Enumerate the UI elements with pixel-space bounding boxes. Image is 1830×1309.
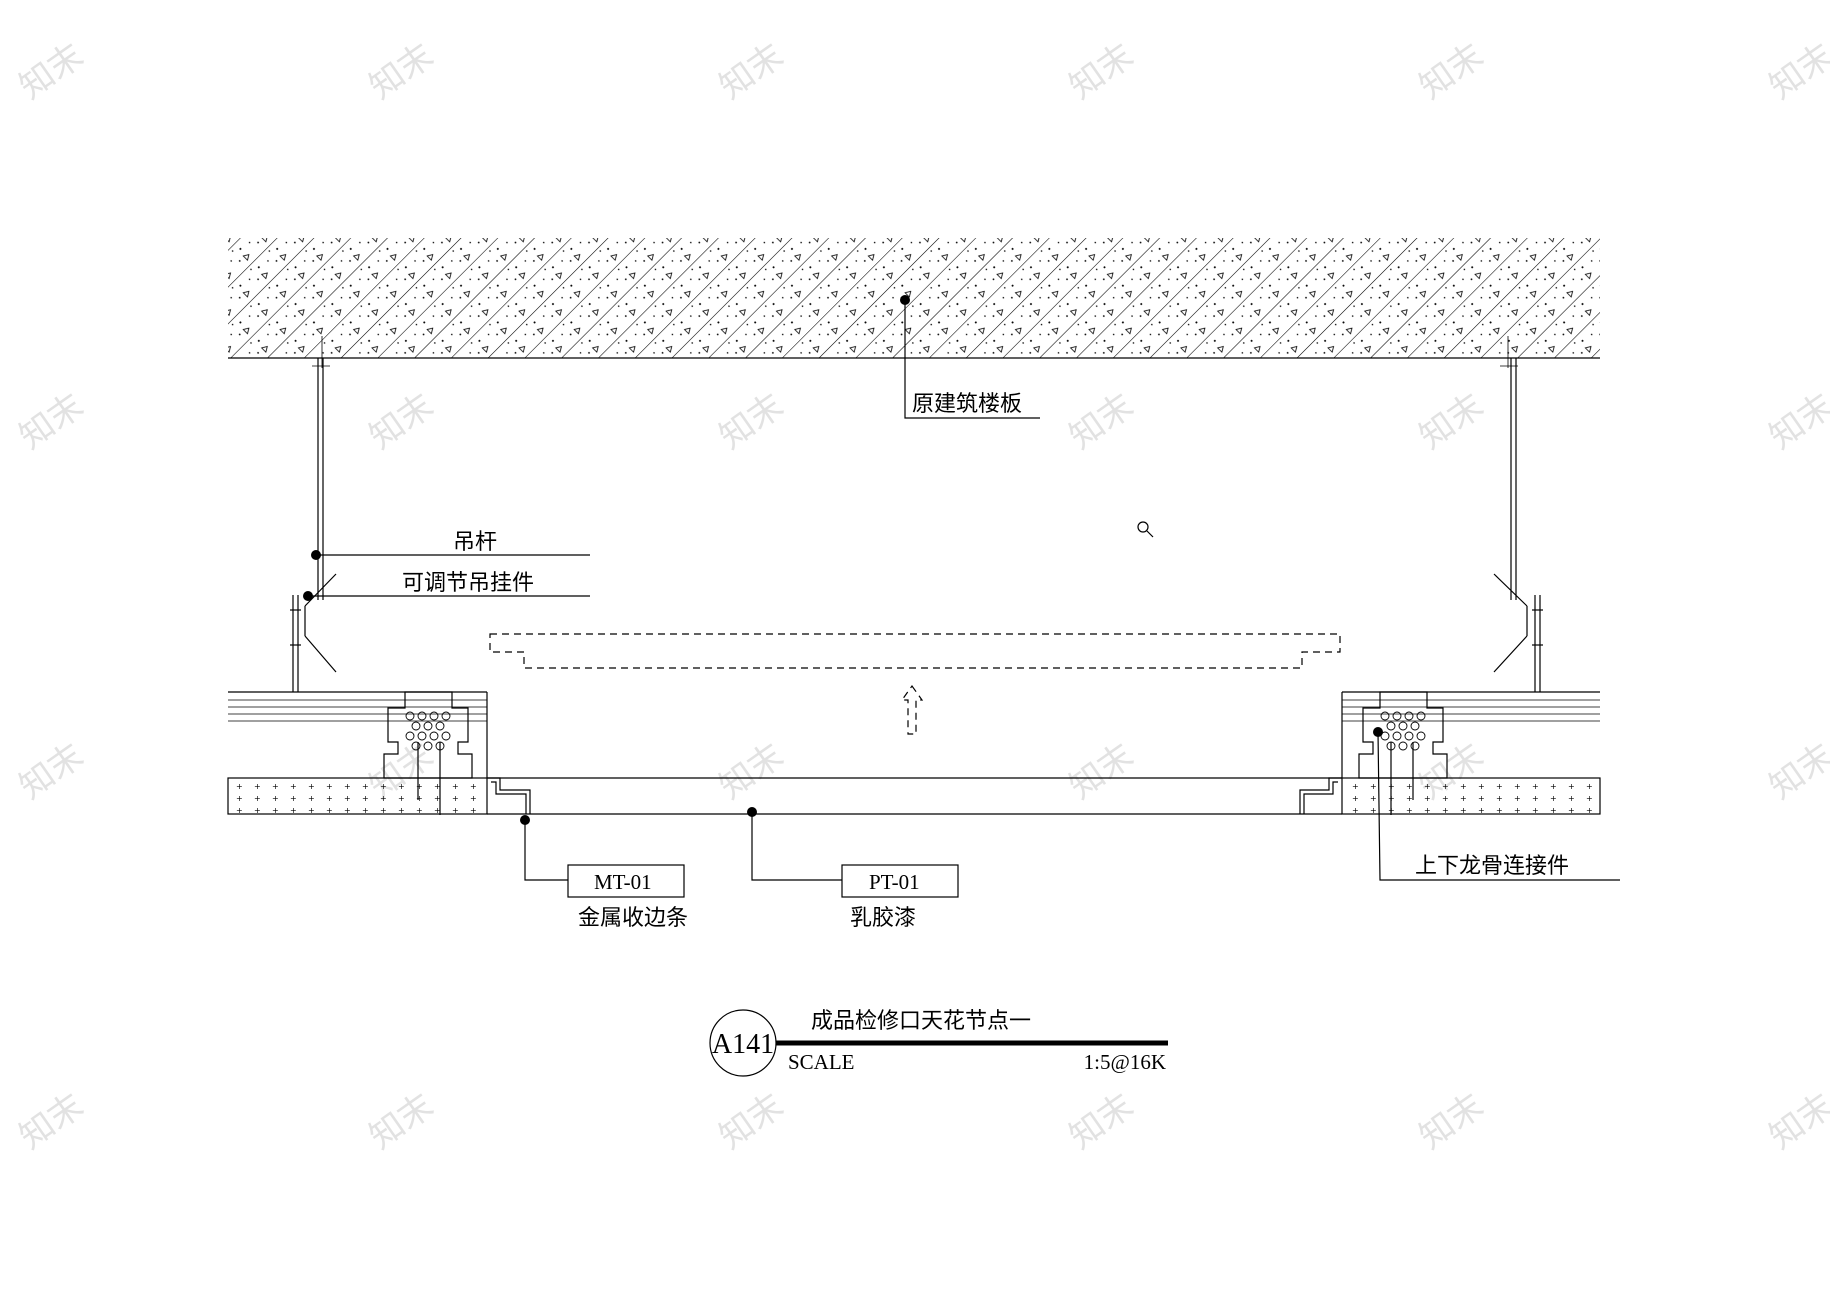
watermark-mark: 知末 bbox=[1062, 386, 1141, 458]
watermark-mark: 知末 bbox=[1762, 386, 1830, 458]
watermark-layer: 知末知末知末知末知末知末知末知末知末知末知末知末知末知末知末知末知末知末知末知末… bbox=[12, 36, 1830, 1158]
watermark-mark: 知末 bbox=[712, 736, 791, 808]
detail-number: A141 bbox=[712, 1029, 774, 1060]
watermark-mark: 知末 bbox=[1412, 386, 1491, 458]
label-slab: 原建筑楼板 bbox=[912, 392, 1022, 417]
watermark-mark: 知末 bbox=[12, 1086, 91, 1158]
perforation-hole bbox=[1410, 741, 1420, 751]
watermark-mark: 知末 bbox=[712, 36, 791, 108]
watermark-mark: 知末 bbox=[12, 386, 91, 458]
watermark-mark: 知末 bbox=[362, 36, 441, 108]
label-adjustable-hanger: 可调节吊挂件 bbox=[402, 571, 534, 596]
ceiling-board-left bbox=[227, 777, 488, 815]
watermark-mark: 知末 bbox=[1062, 1086, 1141, 1158]
watermark-mark: 知末 bbox=[12, 36, 91, 108]
perforation-hole bbox=[1416, 731, 1426, 741]
detail-title: 成品检修口天花节点一 bbox=[811, 1009, 1031, 1034]
ceiling-board-right bbox=[1341, 777, 1601, 815]
perforation-hole bbox=[1386, 721, 1396, 731]
perforation-hole bbox=[1404, 711, 1414, 721]
tag-paint: PT-01 bbox=[869, 870, 920, 894]
leader-lines bbox=[303, 295, 1620, 881]
watermark-mark: 知末 bbox=[12, 736, 91, 808]
watermark-mark: 知末 bbox=[1062, 736, 1141, 808]
label-latex-paint: 乳胶漆 bbox=[850, 906, 916, 931]
perforation-hole bbox=[1398, 741, 1408, 751]
perforation-hole bbox=[1380, 711, 1390, 721]
perforation-hole bbox=[1410, 721, 1420, 731]
watermark-mark: 知末 bbox=[712, 1086, 791, 1158]
perforation-hole bbox=[1392, 731, 1402, 741]
tag-box-metal bbox=[567, 864, 685, 898]
perforation-hole bbox=[405, 731, 415, 741]
tag-box-paint bbox=[841, 864, 959, 898]
perforation-hole bbox=[423, 721, 433, 731]
perforation-hole bbox=[423, 741, 433, 751]
right-hanger-assembly bbox=[1493, 336, 1543, 692]
perforation-hole bbox=[429, 731, 439, 741]
watermark-mark: 知末 bbox=[712, 386, 791, 458]
concrete-slab bbox=[228, 238, 1600, 359]
panel-open-position bbox=[489, 633, 1341, 735]
perforation-hole bbox=[1398, 721, 1408, 731]
label-keel-connector: 上下龙骨连接件 bbox=[1415, 854, 1569, 879]
title-block: A141 成品检修口天花节点一 SCALE 1:5@16K bbox=[709, 1009, 1168, 1077]
watermark-mark: 知末 bbox=[1412, 1086, 1491, 1158]
scale-value: 1:5@16K bbox=[1084, 1050, 1166, 1074]
perforation-hole bbox=[1404, 731, 1414, 741]
perforation-hole bbox=[429, 711, 439, 721]
label-hanger-rod: 吊杆 bbox=[453, 530, 497, 555]
perforation-hole bbox=[417, 731, 427, 741]
watermark-mark: 知末 bbox=[362, 386, 441, 458]
access-panel bbox=[487, 777, 1342, 815]
perforation-hole bbox=[1416, 711, 1426, 721]
magnifier-icon bbox=[1137, 521, 1154, 538]
perforation-hole bbox=[411, 721, 421, 731]
watermark-mark: 知末 bbox=[1762, 36, 1830, 108]
perforation-hole bbox=[411, 741, 421, 751]
watermark-mark: 知末 bbox=[1412, 36, 1491, 108]
watermark-mark: 知末 bbox=[1762, 1086, 1830, 1158]
perforation-hole bbox=[441, 711, 451, 721]
perforation-hole bbox=[441, 731, 451, 741]
scale-label: SCALE bbox=[788, 1050, 855, 1074]
perforation-hole bbox=[417, 711, 427, 721]
label-metal-trim: 金属收边条 bbox=[578, 906, 688, 931]
tag-metal: MT-01 bbox=[594, 870, 652, 894]
watermark-mark: 知末 bbox=[1062, 36, 1141, 108]
perforation-hole bbox=[405, 711, 415, 721]
left-hanger-assembly bbox=[290, 336, 337, 692]
watermark-mark: 知末 bbox=[1762, 736, 1830, 808]
perforation-hole bbox=[435, 721, 445, 731]
watermark-mark: 知末 bbox=[362, 1086, 441, 1158]
perforation-hole bbox=[1392, 711, 1402, 721]
